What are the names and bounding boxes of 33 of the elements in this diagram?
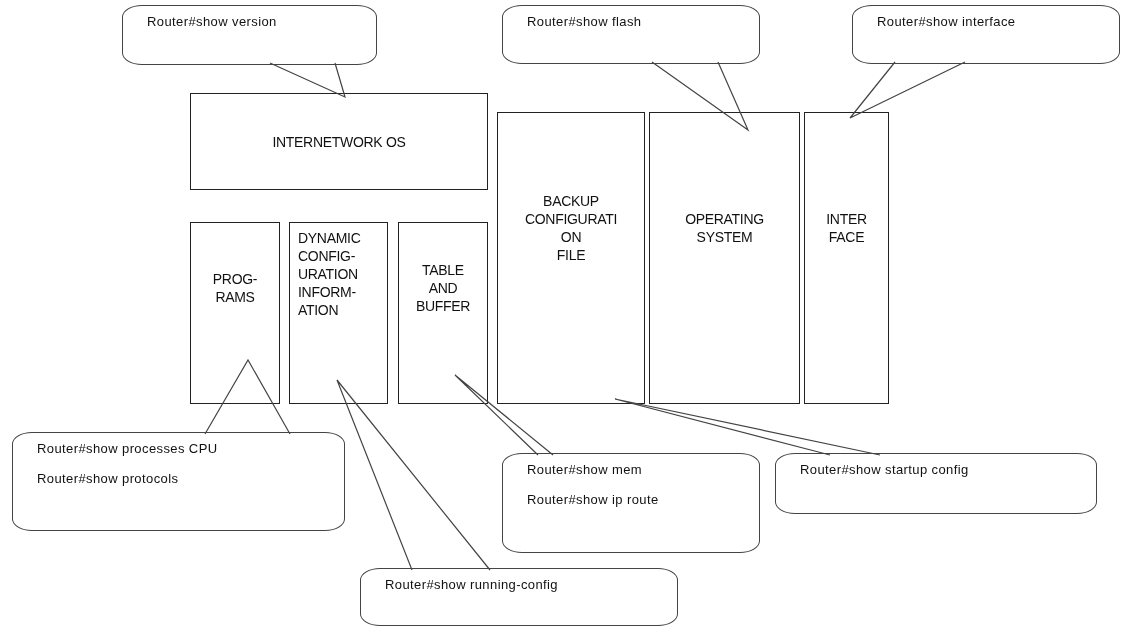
command-text: Router#show processes CPU <box>37 441 219 457</box>
callout-tail <box>204 358 291 435</box>
speech-bubble <box>360 568 678 626</box>
speech-bubble <box>502 453 760 553</box>
speech-bubble <box>12 432 345 531</box>
memory-block <box>289 222 388 404</box>
memory-block <box>398 222 488 404</box>
callout-tail <box>269 62 346 99</box>
memory-block <box>497 112 645 404</box>
command-text: Router#show flash <box>527 14 643 30</box>
block-label: INTER FACE <box>825 210 868 246</box>
speech-bubble <box>775 453 1097 514</box>
memory-block <box>190 93 488 190</box>
command-text: Router#show interface <box>877 14 1017 30</box>
block-label: PROG- RAMS <box>211 270 259 306</box>
speech-bubble <box>852 5 1120 64</box>
block-label: OPERATING SYSTEM <box>684 210 765 246</box>
block-label: DYNAMIC CONFIG- URATION INFORM- ATION <box>298 229 362 319</box>
command-text: Router#show startup config <box>800 462 970 478</box>
memory-block <box>804 112 889 404</box>
block-label: BACKUP CONFIGURATI ON FILE <box>523 192 619 264</box>
command-text: Router#show running-config <box>385 577 559 593</box>
speech-bubble <box>122 5 377 65</box>
block-label: INTERNETWORK OS <box>272 132 406 151</box>
memory-block <box>649 112 800 404</box>
command-text: Router#show ip route <box>527 492 660 508</box>
callout-tail <box>651 61 750 132</box>
command-text: Router#show protocols <box>37 471 180 487</box>
memory-block <box>190 222 280 404</box>
command-text: Router#show version <box>147 14 278 30</box>
block-label: TABLE AND BUFFER <box>414 261 472 315</box>
command-text: Router#show mem <box>527 462 644 478</box>
speech-bubble <box>502 5 760 64</box>
